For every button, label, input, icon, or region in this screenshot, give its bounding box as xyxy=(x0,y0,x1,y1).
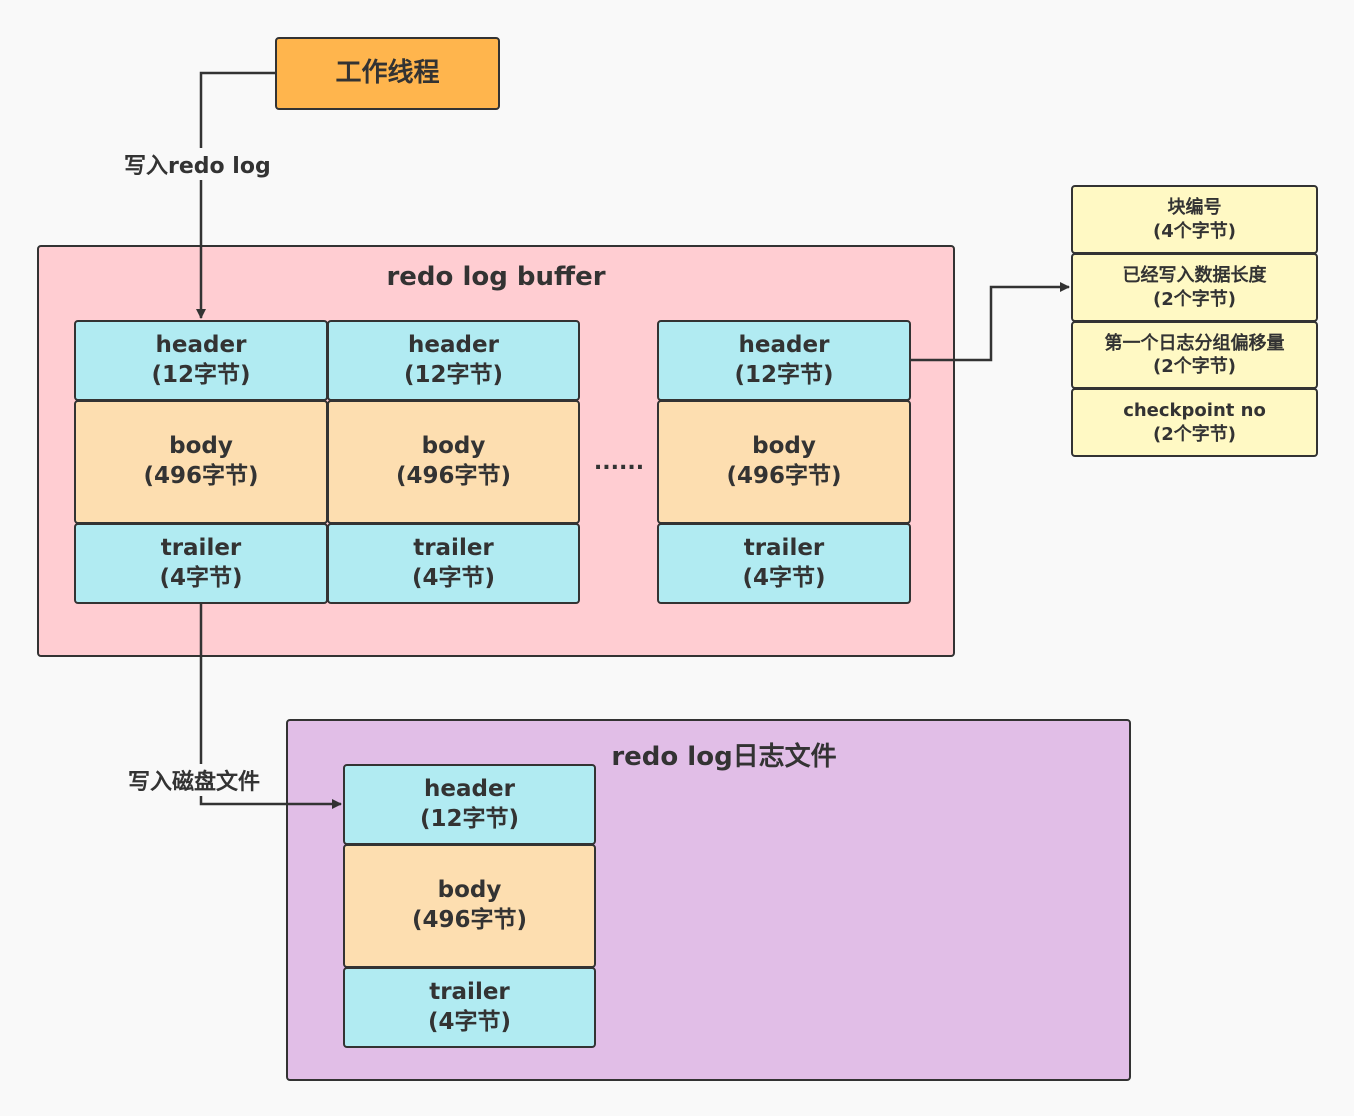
header-field-name: 块编号 xyxy=(1167,197,1222,219)
block-trailer-label: trailer xyxy=(160,534,242,561)
buffer-block-1-body: body (496字节) xyxy=(74,400,328,524)
redo-log-file-title: redo log日志文件 xyxy=(611,742,837,772)
header-field-size: (2个字节) xyxy=(1153,423,1236,445)
file-block-body: body (496字节) xyxy=(343,844,596,968)
header-field-size: (2个字节) xyxy=(1153,288,1236,310)
block-header-size: (12字节) xyxy=(734,361,834,388)
write-disk-file-label: 写入磁盘文件 xyxy=(128,764,261,796)
block-body-label: body xyxy=(421,433,486,460)
block-trailer-size: (4字节) xyxy=(742,564,826,591)
worker-thread-label: 工作线程 xyxy=(335,57,440,88)
header-to-fields-arrow xyxy=(911,282,1070,362)
header-field-block-number: 块编号 (4个字节) xyxy=(1071,185,1318,254)
block-header-label: header xyxy=(424,775,515,802)
header-field-data-length: 已经写入数据长度 (2个字节) xyxy=(1071,253,1318,322)
buffer-block-3-trailer: trailer (4字节) xyxy=(657,523,911,604)
header-field-name: 第一个日志分组偏移量 xyxy=(1104,332,1285,354)
block-trailer-size: (4字节) xyxy=(427,1008,512,1035)
write-redo-log-label: 写入redo log xyxy=(124,148,271,180)
worker-thread-node: 工作线程 xyxy=(275,37,500,110)
block-body-label: body xyxy=(437,877,502,904)
header-field-size: (4个字节) xyxy=(1153,220,1236,242)
block-header-label: header xyxy=(408,331,499,358)
worker-to-buffer-arrow xyxy=(196,71,275,319)
block-header-size: (12字节) xyxy=(403,361,504,388)
block-header-size: (12字节) xyxy=(419,805,520,832)
buffer-block-2-header: header (12字节) xyxy=(327,320,580,401)
buffer-to-file-arrow xyxy=(199,604,342,809)
buffer-block-2-body: body (496字节) xyxy=(327,400,580,524)
block-body-size: (496字节) xyxy=(395,463,512,489)
buffer-block-1-header: header (12字节) xyxy=(74,320,328,401)
redo-log-buffer-title: redo log buffer xyxy=(386,262,606,292)
ellipsis-text: ...... xyxy=(593,450,645,475)
block-body-size: (496字节) xyxy=(726,463,842,489)
header-field-checkpoint-no: checkpoint no (2个字节) xyxy=(1071,388,1318,457)
block-body-size: (496字节) xyxy=(143,463,259,489)
header-field-name: 已经写入数据长度 xyxy=(1122,265,1267,287)
block-trailer-size: (4字节) xyxy=(159,564,243,591)
block-header-label: header xyxy=(155,331,247,358)
block-trailer-label: trailer xyxy=(429,978,510,1005)
block-body-label: body xyxy=(169,433,233,460)
header-field-first-group-offset: 第一个日志分组偏移量 (2个字节) xyxy=(1071,321,1318,389)
block-body-label: body xyxy=(752,433,816,460)
buffer-block-3-header: header (12字节) xyxy=(657,320,911,401)
block-body-size: (496字节) xyxy=(411,907,528,933)
block-trailer-label: trailer xyxy=(413,534,494,561)
header-field-size: (2个字节) xyxy=(1153,356,1236,377)
buffer-block-3-body: body (496字节) xyxy=(657,400,911,524)
block-trailer-label: trailer xyxy=(743,534,825,561)
buffer-block-2-trailer: trailer (4字节) xyxy=(327,523,580,604)
block-header-label: header xyxy=(738,331,830,358)
buffer-block-1-trailer: trailer (4字节) xyxy=(74,523,328,604)
file-block-trailer: trailer (4字节) xyxy=(343,967,596,1048)
header-field-name: checkpoint no xyxy=(1123,400,1266,422)
block-header-size: (12字节) xyxy=(151,361,251,388)
block-trailer-size: (4字节) xyxy=(411,564,496,591)
